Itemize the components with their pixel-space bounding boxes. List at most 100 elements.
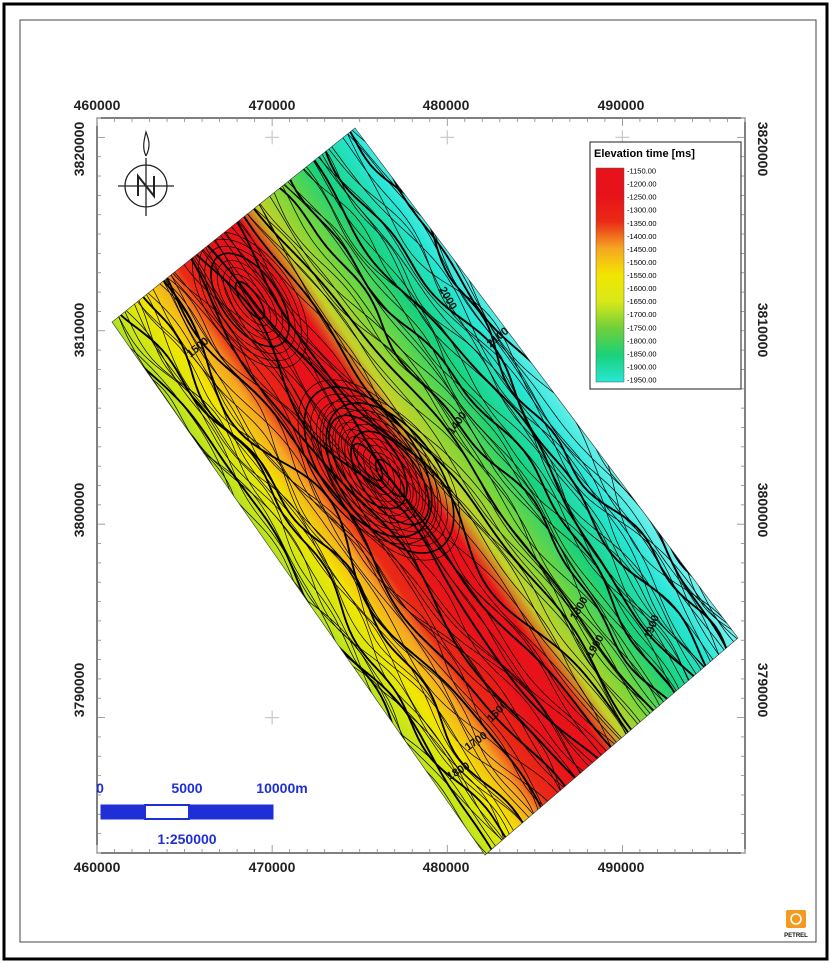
legend-ticks: -1150.00-1200.00-1250.00-1300.00-1350.00… — [627, 167, 657, 385]
contour-ring — [210, 252, 290, 348]
contour-line — [112, 219, 576, 855]
contour-ring — [319, 395, 461, 561]
contour-line — [132, 162, 663, 855]
contour-line — [112, 200, 599, 855]
contour-ring — [334, 422, 402, 502]
axis-tick-marks — [96, 117, 746, 854]
y-tick-left-3: 3790000 — [71, 663, 87, 718]
contour-ring — [356, 438, 424, 518]
x-axis-bottom: 460000 470000 480000 490000 — [74, 859, 645, 875]
contour-ring — [338, 416, 442, 540]
scale-label-0: 0 — [96, 780, 104, 796]
contour-line — [112, 198, 602, 855]
contour-line — [112, 179, 627, 855]
legend-tick-label: -1350.00 — [627, 219, 657, 228]
contour-ring — [216, 260, 284, 340]
legend-tick-label: -1900.00 — [627, 362, 657, 371]
legend-tick-label: -1650.00 — [627, 297, 657, 306]
contour-ring — [332, 409, 448, 547]
petrel-logo-mark — [786, 910, 806, 928]
x-tick-top-2: 480000 — [423, 97, 470, 113]
contour-line — [112, 208, 582, 855]
contour-ring — [344, 423, 436, 533]
contour-line — [171, 133, 707, 833]
y-tick-left-2: 3800000 — [71, 483, 87, 538]
contour-line — [125, 168, 673, 855]
contour-ring — [362, 445, 418, 511]
contour-line — [112, 195, 608, 855]
x-tick-top-1: 470000 — [249, 97, 296, 113]
y-axis-right: 3820000 3810000 3800000 3790000 — [755, 122, 771, 718]
contour-line — [112, 187, 623, 855]
contour-line — [217, 128, 738, 804]
x-tick-bottom-0: 460000 — [74, 859, 121, 875]
contour-line — [112, 189, 627, 855]
north-arrow-icon — [118, 129, 174, 216]
inner-frame — [19, 19, 817, 943]
legend-tick-label: -1150.00 — [627, 167, 656, 176]
compass-n-glyph — [137, 173, 155, 199]
contour-line — [194, 128, 731, 816]
legend-tick-label: -1750.00 — [627, 323, 657, 332]
contour-line — [264, 128, 738, 769]
contour-line — [112, 217, 567, 855]
contour-line — [272, 128, 738, 770]
y-tick-right-1: 3810000 — [755, 303, 771, 358]
contour-line — [149, 150, 698, 840]
contour-line — [178, 128, 716, 827]
petrel-logo-swirl — [790, 913, 802, 925]
contour-line — [237, 128, 738, 784]
contour-line — [219, 128, 738, 802]
contour-line — [112, 206, 594, 855]
contour-line — [112, 191, 623, 855]
contour-line — [187, 128, 718, 825]
legend-title: Elevation time [ms] — [594, 148, 695, 160]
contour-ring — [234, 280, 266, 320]
contour-line — [112, 203, 591, 855]
legend-tick-label: -1250.00 — [627, 193, 657, 202]
legend-tick-label: -1400.00 — [627, 232, 657, 241]
contour-ring — [340, 429, 396, 495]
y-tick-right-3: 3790000 — [755, 663, 771, 718]
legend-tick-label: -1600.00 — [627, 284, 657, 293]
scale-bar: 0 5000 10000m 1:250000 — [96, 780, 308, 847]
contour-ring — [204, 245, 296, 355]
contour-line — [160, 142, 698, 840]
contour-line — [249, 128, 738, 782]
contour-ring — [350, 430, 430, 526]
legend-tick-label: -1850.00 — [627, 349, 657, 358]
legend-colorbar — [595, 167, 625, 383]
y-tick-right-0: 3820000 — [755, 122, 771, 177]
contour-line — [201, 128, 737, 811]
x-tick-bottom-2: 480000 — [423, 859, 470, 875]
contour-line — [137, 158, 674, 855]
contour-line — [112, 218, 590, 855]
contour-line — [230, 128, 738, 795]
contour-line — [266, 128, 738, 782]
contour-line — [121, 171, 636, 855]
contour-line — [149, 150, 685, 850]
contour-line — [284, 128, 738, 767]
contour-line — [254, 128, 738, 783]
contour-ring — [229, 274, 271, 326]
contour-line — [207, 128, 738, 805]
contour-line — [222, 128, 738, 801]
contour-line — [234, 128, 738, 796]
contour-line — [112, 220, 570, 855]
contour-line — [247, 128, 738, 781]
legend-tick-label: -1500.00 — [627, 258, 657, 267]
contour-line — [285, 128, 738, 764]
contour-line — [275, 128, 738, 764]
x-axis-top: 460000 470000 480000 490000 — [74, 97, 645, 113]
x-tick-top-3: 490000 — [598, 97, 645, 113]
contour-ring — [328, 414, 408, 510]
legend-tick-label: -1550.00 — [627, 271, 657, 280]
scale-segment-1 — [100, 804, 146, 820]
contour-line — [112, 181, 651, 855]
y-tick-left-1: 3810000 — [71, 303, 87, 358]
contour-ring — [374, 458, 406, 498]
scale-segment-2 — [144, 804, 190, 820]
scale-segment-3 — [188, 804, 274, 820]
x-tick-bottom-3: 490000 — [598, 859, 645, 875]
